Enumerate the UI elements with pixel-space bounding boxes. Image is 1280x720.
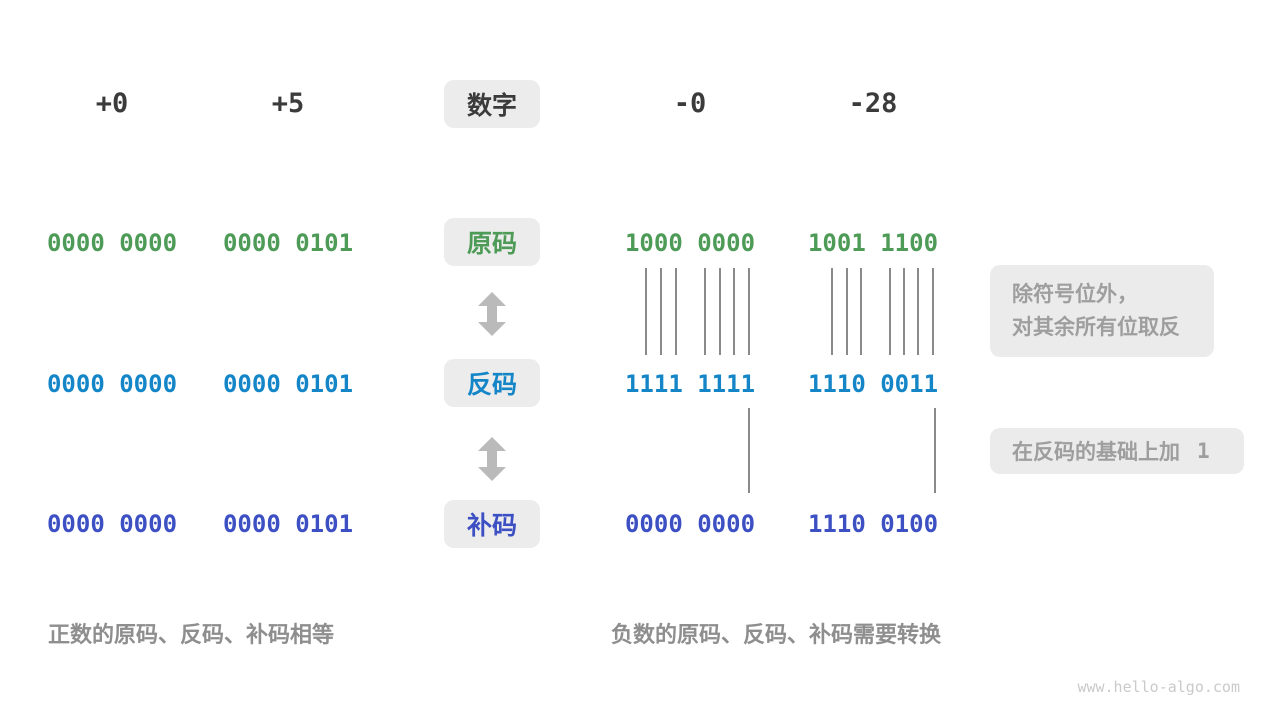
invert-bits-lines <box>0 268 1280 355</box>
updown-arrow-icon <box>478 437 506 481</box>
ones-complement-badge: 反码 <box>444 359 540 407</box>
header-number-plus5: +5 <box>271 88 305 119</box>
negative-caption: 负数的原码、反码、补码需要转换 <box>611 623 942 648</box>
sign-magnitude-plus5: 0000 0101 <box>222 229 354 257</box>
twos-complement-badge: 补码 <box>444 500 540 548</box>
ones-complement-plus0: 0000 0000 <box>46 370 178 398</box>
header-number-plus0: +0 <box>95 88 129 119</box>
add-one-note-text: 在反码的基础上加 <box>1012 440 1180 464</box>
updown-arrow-icon <box>478 292 506 336</box>
positive-caption: 正数的原码、反码、补码相等 <box>48 623 335 648</box>
sign-magnitude-minus28: 1001 1100 <box>807 229 939 257</box>
header-number-minus28: -28 <box>848 88 898 119</box>
watermark: www.hello-algo.com <box>1077 678 1240 696</box>
twos-complement-plus5: 0000 0101 <box>222 510 354 538</box>
twos-complement-minus28: 1110 0100 <box>807 510 939 538</box>
header-number-minus0: -0 <box>673 88 707 119</box>
ones-complement-plus5: 0000 0101 <box>222 370 354 398</box>
add-one-lines <box>0 408 1280 493</box>
number-badge: 数字 <box>444 80 540 128</box>
add-one-note: 在反码的基础上加 1 <box>990 428 1244 474</box>
sign-magnitude-minus0: 1000 0000 <box>624 229 756 257</box>
sign-magnitude-badge: 原码 <box>444 218 540 266</box>
ones-complement-minus0: 1111 1111 <box>624 370 756 398</box>
ones-complement-minus28: 1110 0011 <box>807 370 939 398</box>
twos-complement-plus0: 0000 0000 <box>46 510 178 538</box>
twos-complement-minus0: 0000 0000 <box>624 510 756 538</box>
invert-bits-note-line2: 对其余所有位取反 <box>1012 315 1180 339</box>
add-one-note-value: 1 <box>1197 439 1210 463</box>
invert-bits-note: 除符号位外， 对其余所有位取反 <box>990 265 1214 357</box>
sign-magnitude-plus0: 0000 0000 <box>46 229 178 257</box>
invert-bits-note-line1: 除符号位外， <box>1012 282 1138 306</box>
